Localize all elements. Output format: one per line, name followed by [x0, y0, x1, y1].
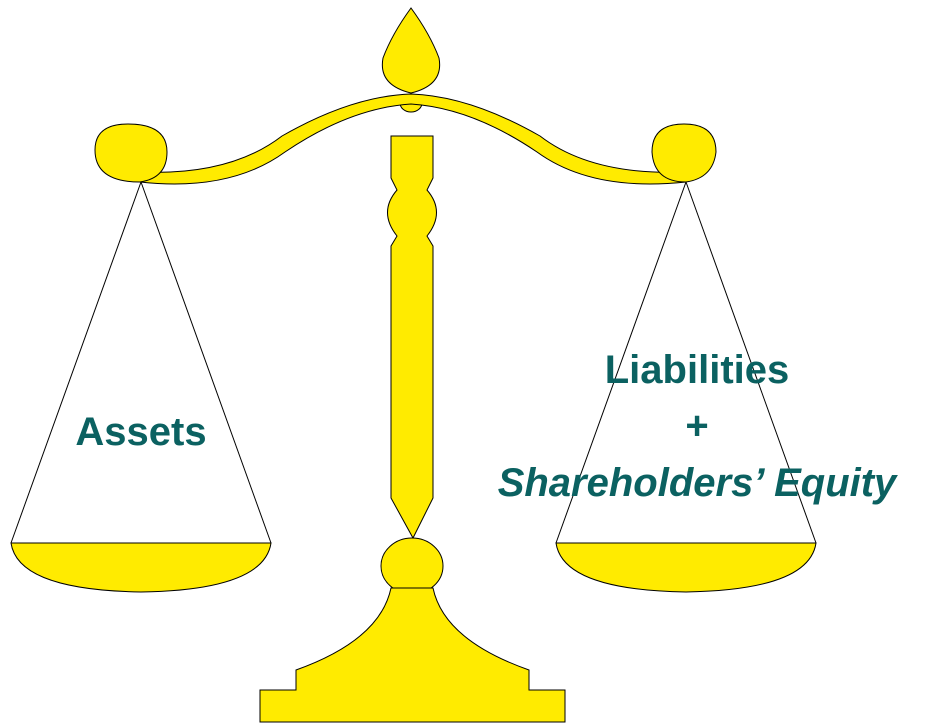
plus-sign-label: +: [685, 404, 708, 448]
right-pan: [555, 542, 817, 593]
beam-right-end: [651, 123, 717, 183]
central-column: [387, 135, 437, 540]
right-pan-ropes: [555, 181, 817, 544]
liabilities-label: Liabilities: [605, 348, 790, 392]
left-pan-ropes: [10, 181, 272, 544]
scale-base: [259, 587, 566, 723]
beam-left-end: [94, 123, 168, 183]
base-knob: [380, 537, 444, 595]
shareholders-equity-label: Shareholders’ Equity: [498, 461, 898, 505]
assets-label: Assets: [75, 410, 206, 454]
top-finial: [381, 7, 441, 94]
left-pan: [10, 542, 272, 593]
